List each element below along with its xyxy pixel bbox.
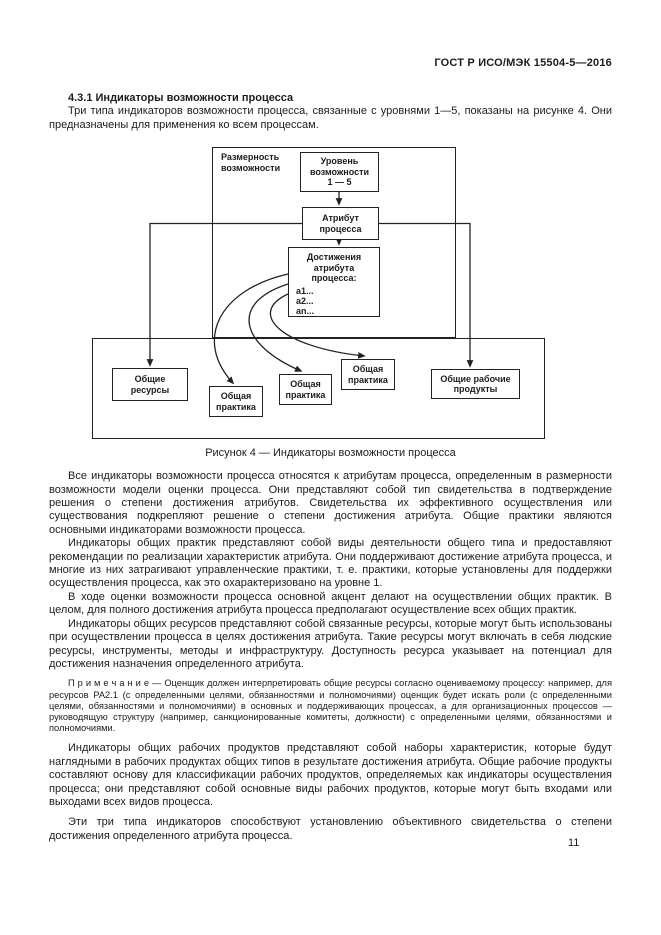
paragraph-5: Индикаторы общих рабочих продуктов предс… (49, 742, 612, 808)
curve-a1-to-practice-1 (213, 273, 289, 385)
paragraph-6: Эти три типа индикаторов способствуют ус… (49, 816, 612, 842)
paragraph-1: Все индикаторы возможности процесса отно… (49, 470, 612, 536)
achievement-item-a2: а2... (296, 295, 314, 306)
achievement-item-a1: а1... (296, 285, 314, 296)
generic-practice-box-1: Общая практика (209, 386, 263, 418)
intro-paragraph: Три типа индикаторов возможности процесс… (49, 105, 612, 131)
generic-practice-box-2: Общая практика (279, 374, 332, 406)
note-paragraph: П р и м е ч а н и е — Оценщик должен инт… (49, 678, 612, 734)
curve-a2-to-practice-2 (248, 283, 303, 373)
doc-number-header: ГОСТ Р ИСО/МЭК 15504-5—2016 (434, 57, 612, 69)
line-attribute-to-resources (146, 223, 302, 367)
figure-4-diagram: Размерность возможности Уровень возможно… (90, 145, 545, 441)
generic-practice-box-3: Общая практика (341, 359, 395, 391)
capability-level-box: Уровень возможности 1 — 5 (300, 152, 379, 193)
achievement-box: Достижения атрибута процесса: а1... а2..… (288, 247, 380, 318)
indicators-frame (92, 338, 545, 440)
page-content: ГОСТ Р ИСО/МЭК 15504-5—2016 4.3.1 Индика… (49, 57, 612, 843)
capability-dimension-frame (212, 147, 456, 339)
dimension-label: Размерность возможности (221, 152, 281, 173)
line-attribute-to-products (379, 223, 474, 368)
figure-caption: Рисунок 4 — Индикаторы возможности проце… (205, 447, 456, 460)
diagram-connectors (146, 192, 474, 385)
curve-an-to-practice-3 (269, 293, 366, 359)
page-number: 11 (568, 837, 580, 849)
generic-work-products-box: Общие рабочие продукты (431, 369, 520, 400)
generic-resources-box: Общие ресурсы (112, 368, 188, 402)
achievement-box-title: Достижения атрибута процесса: (306, 252, 362, 284)
paragraph-4: Индикаторы общих ресурсов представляют с… (49, 617, 612, 670)
achievement-item-an: аn... (296, 305, 315, 316)
section-title: 4.3.1 Индикаторы возможности процесса (68, 92, 294, 104)
paragraph-2: Индикаторы общих практик представляют со… (49, 537, 612, 590)
process-attribute-box: Атрибут процесса (302, 207, 379, 241)
paragraph-3: В ходе оценки возможности процесса основ… (49, 590, 612, 617)
